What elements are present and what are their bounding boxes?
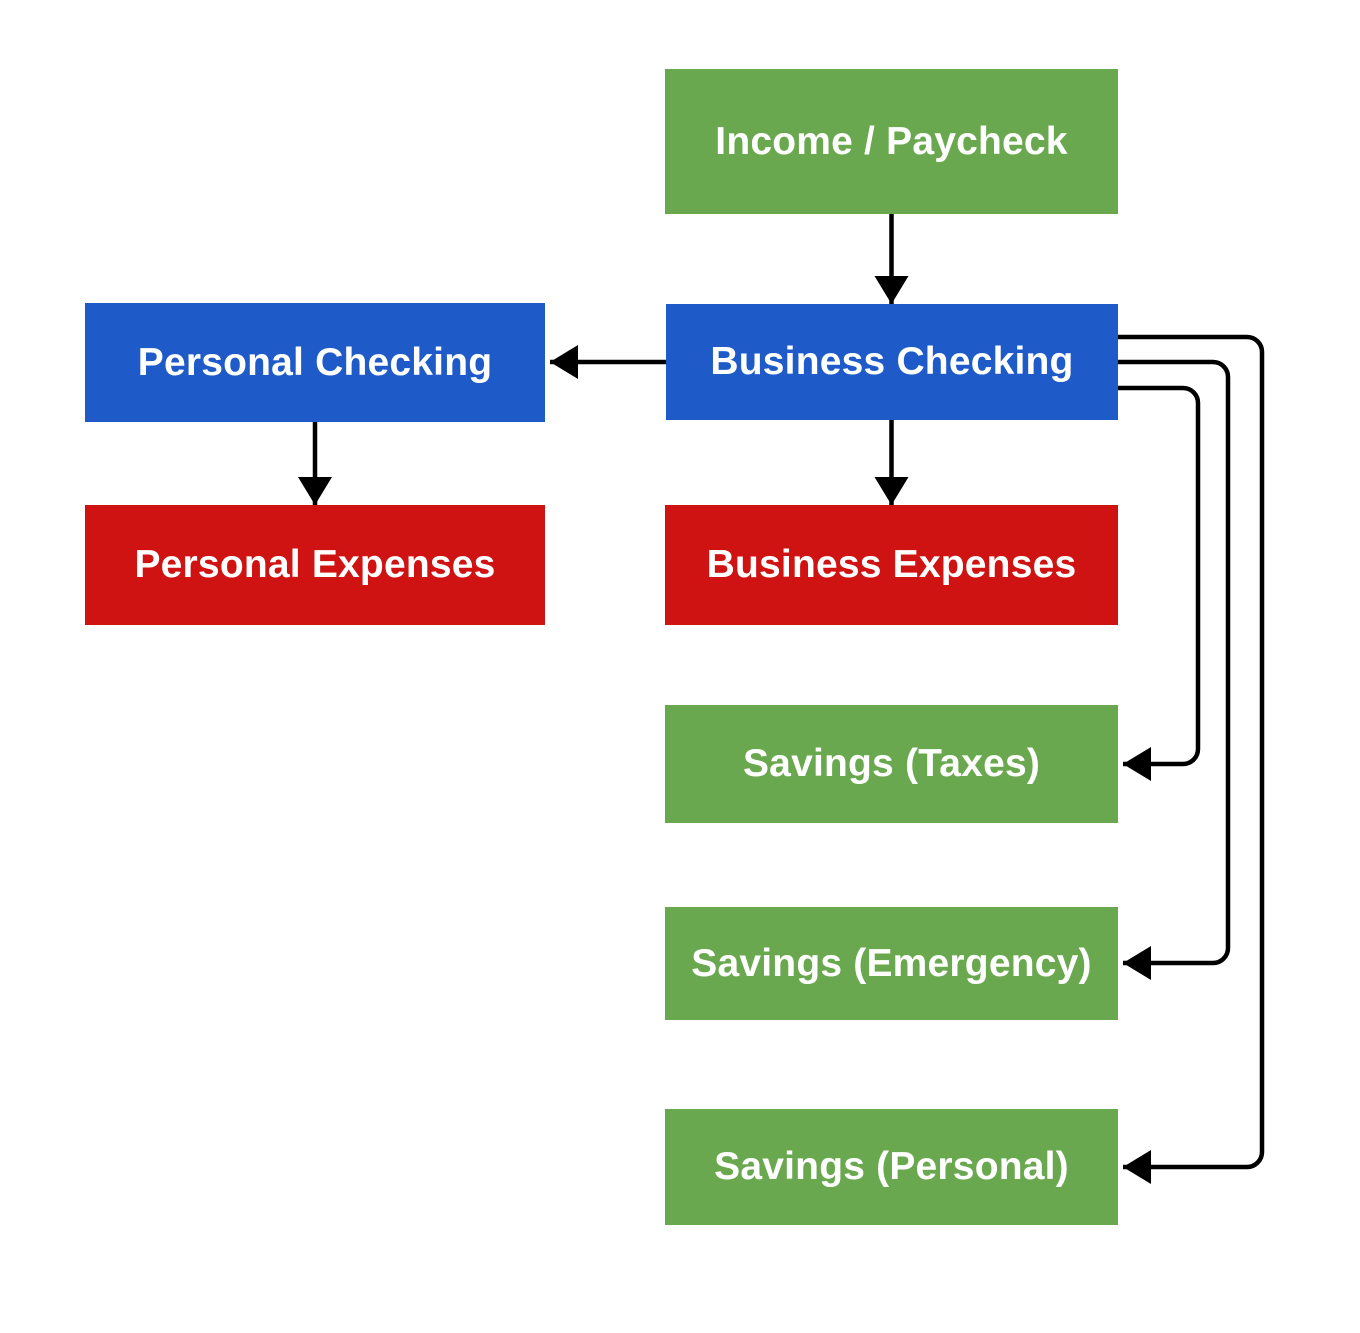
node-savings-emergency-label: Savings (Emergency) [691, 941, 1092, 985]
node-personal-expenses: Personal Expenses [85, 505, 545, 625]
node-business-checking: Business Checking [666, 304, 1118, 420]
edge-business-checking-to-savings-emergency [1118, 359, 1231, 980]
node-personal-checking-label: Personal Checking [137, 340, 493, 384]
edge-business-checking-to-savings-taxes [1118, 385, 1201, 781]
node-savings-emergency: Savings (Emergency) [665, 907, 1118, 1020]
node-business-checking-label: Business Checking [710, 340, 1074, 383]
node-personal-expenses-label: Personal Expenses [134, 543, 496, 586]
node-savings-personal-label: Savings (Personal) [714, 1145, 1069, 1188]
node-personal-checking: Personal Checking [85, 303, 545, 422]
node-income-paycheck-label: Income / Paycheck [715, 119, 1068, 163]
node-income-paycheck: Income / Paycheck [665, 69, 1118, 214]
node-savings-taxes-label: Savings (Taxes) [742, 742, 1041, 785]
edge-business-checking-to-savings-personal [1118, 334, 1265, 1184]
node-business-expenses: Business Expenses [665, 505, 1118, 625]
node-business-expenses-label: Business Expenses [706, 543, 1077, 586]
node-savings-personal: Savings (Personal) [665, 1109, 1118, 1225]
node-savings-taxes: Savings (Taxes) [665, 705, 1118, 823]
